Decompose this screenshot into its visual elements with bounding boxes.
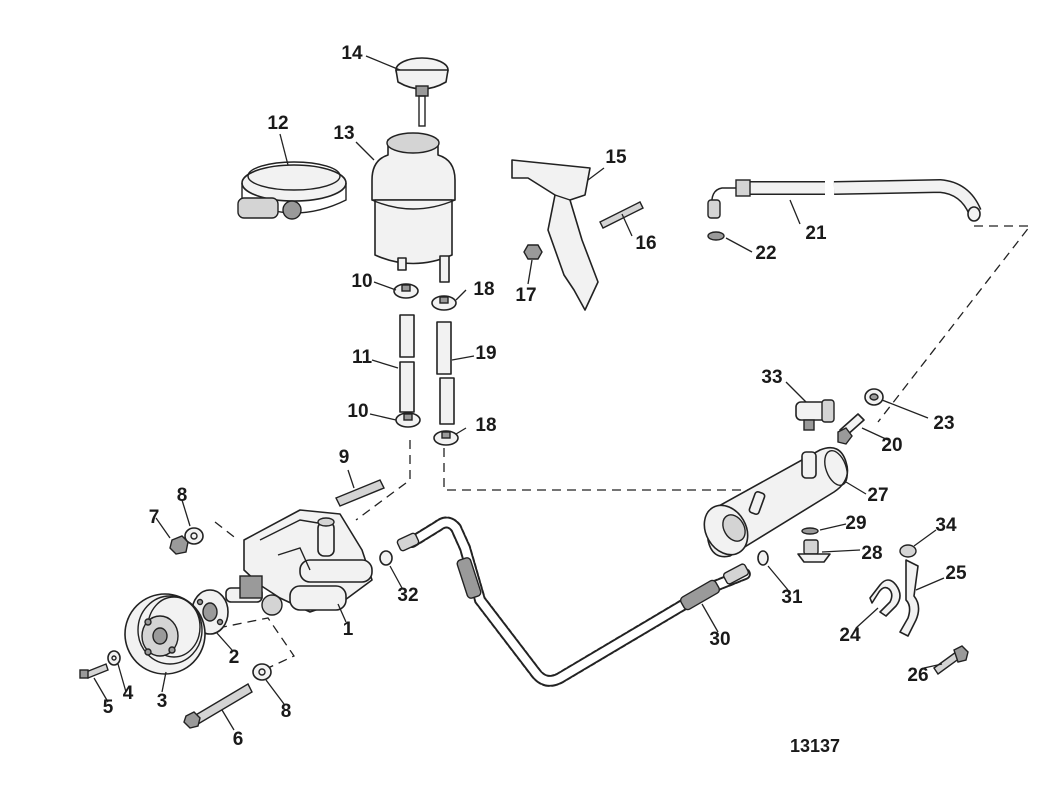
callout-32: 32 bbox=[397, 585, 418, 606]
callout-15: 15 bbox=[605, 147, 627, 168]
callout-26: 26 bbox=[907, 665, 928, 686]
reservoir-cap bbox=[395, 57, 449, 127]
callout-30: 30 bbox=[709, 629, 730, 650]
hose-clamp-10-top bbox=[393, 283, 419, 299]
pulley-bolt bbox=[79, 663, 109, 679]
pump-nut bbox=[169, 535, 189, 555]
callout-34: 34 bbox=[935, 515, 957, 536]
drive-pulley bbox=[124, 593, 206, 675]
connection-line bbox=[443, 448, 752, 491]
callout-2: 2 bbox=[229, 647, 240, 668]
callout-20: 20 bbox=[881, 435, 902, 456]
connection-line bbox=[214, 521, 239, 541]
hose-clamp-18-bottom bbox=[433, 430, 459, 446]
hose-11 bbox=[399, 314, 415, 413]
sealing-washer bbox=[801, 527, 819, 535]
hose-clamp-18-top bbox=[431, 295, 457, 311]
callout-4: 4 bbox=[123, 683, 134, 704]
fluid-cooler bbox=[703, 446, 849, 558]
callout-6: 6 bbox=[233, 729, 244, 750]
callout-18-bottom: 18 bbox=[475, 415, 496, 436]
o-ring-22 bbox=[707, 231, 725, 241]
reservoir-bracket bbox=[511, 159, 599, 311]
hose-clamp-25 bbox=[899, 559, 920, 637]
callout-18-top: 18 bbox=[473, 279, 494, 300]
callout-17: 17 bbox=[515, 285, 536, 306]
pump-washer-bottom bbox=[252, 663, 272, 681]
hose-fitting bbox=[837, 413, 865, 445]
fluid-reservoir bbox=[371, 132, 456, 283]
hose-19 bbox=[436, 321, 455, 425]
callout-10-bottom: 10 bbox=[347, 401, 368, 422]
o-ring-32 bbox=[379, 550, 393, 566]
callout-21: 21 bbox=[805, 223, 827, 244]
callout-9: 9 bbox=[339, 447, 350, 468]
pump-washer-top bbox=[184, 527, 204, 545]
callout-29: 29 bbox=[845, 513, 866, 534]
hose-clamp-24 bbox=[869, 579, 901, 617]
pump-stud bbox=[335, 479, 385, 507]
callout-16: 16 bbox=[635, 233, 656, 254]
power-steering-pump bbox=[243, 509, 373, 616]
callout-13: 13 bbox=[333, 123, 354, 144]
callout-33: 33 bbox=[761, 367, 782, 388]
callout-8-top: 8 bbox=[177, 485, 188, 506]
elbow-fitting bbox=[795, 399, 835, 431]
callout-24: 24 bbox=[839, 625, 861, 646]
callout-3: 3 bbox=[157, 691, 168, 712]
clamp-nut bbox=[899, 544, 917, 558]
callout-14: 14 bbox=[341, 43, 363, 64]
callout-25: 25 bbox=[945, 563, 967, 584]
hose-clamp-10-bottom bbox=[395, 412, 421, 428]
callout-10-top: 10 bbox=[351, 271, 372, 292]
reservoir-clamp bbox=[237, 161, 347, 220]
pressure-hose bbox=[396, 516, 751, 687]
pulley-hub bbox=[191, 589, 229, 635]
callout-labels: 14 13 12 15 16 17 21 22 10 18 11 19 10 1… bbox=[103, 43, 967, 750]
clamp-screw bbox=[933, 645, 969, 675]
callout-22: 22 bbox=[755, 243, 776, 264]
callout-1: 1 bbox=[343, 619, 354, 640]
pump-shaft bbox=[225, 575, 263, 603]
connection-line bbox=[355, 440, 411, 521]
leader-lines bbox=[93, 55, 945, 731]
callout-11: 11 bbox=[352, 347, 373, 368]
return-hose bbox=[707, 178, 982, 222]
pump-long-bolt bbox=[183, 683, 253, 729]
callout-8-bottom: 8 bbox=[281, 701, 292, 722]
callout-7: 7 bbox=[149, 507, 160, 528]
callout-27: 27 bbox=[867, 485, 888, 506]
figure-number: 13137 bbox=[790, 736, 840, 756]
fitting-nut bbox=[864, 388, 884, 406]
callout-31: 31 bbox=[781, 587, 803, 608]
connection-line bbox=[217, 617, 295, 669]
connection-line bbox=[877, 225, 1032, 423]
drain-plug bbox=[797, 539, 831, 563]
bracket-stud bbox=[599, 201, 644, 229]
callout-28: 28 bbox=[861, 543, 882, 564]
callout-5: 5 bbox=[103, 697, 114, 718]
callout-19: 19 bbox=[475, 343, 496, 364]
callout-23: 23 bbox=[933, 413, 954, 434]
callout-12: 12 bbox=[267, 113, 288, 134]
bracket-nut bbox=[523, 244, 543, 260]
pulley-washer bbox=[107, 650, 121, 666]
o-ring-31 bbox=[757, 550, 769, 566]
